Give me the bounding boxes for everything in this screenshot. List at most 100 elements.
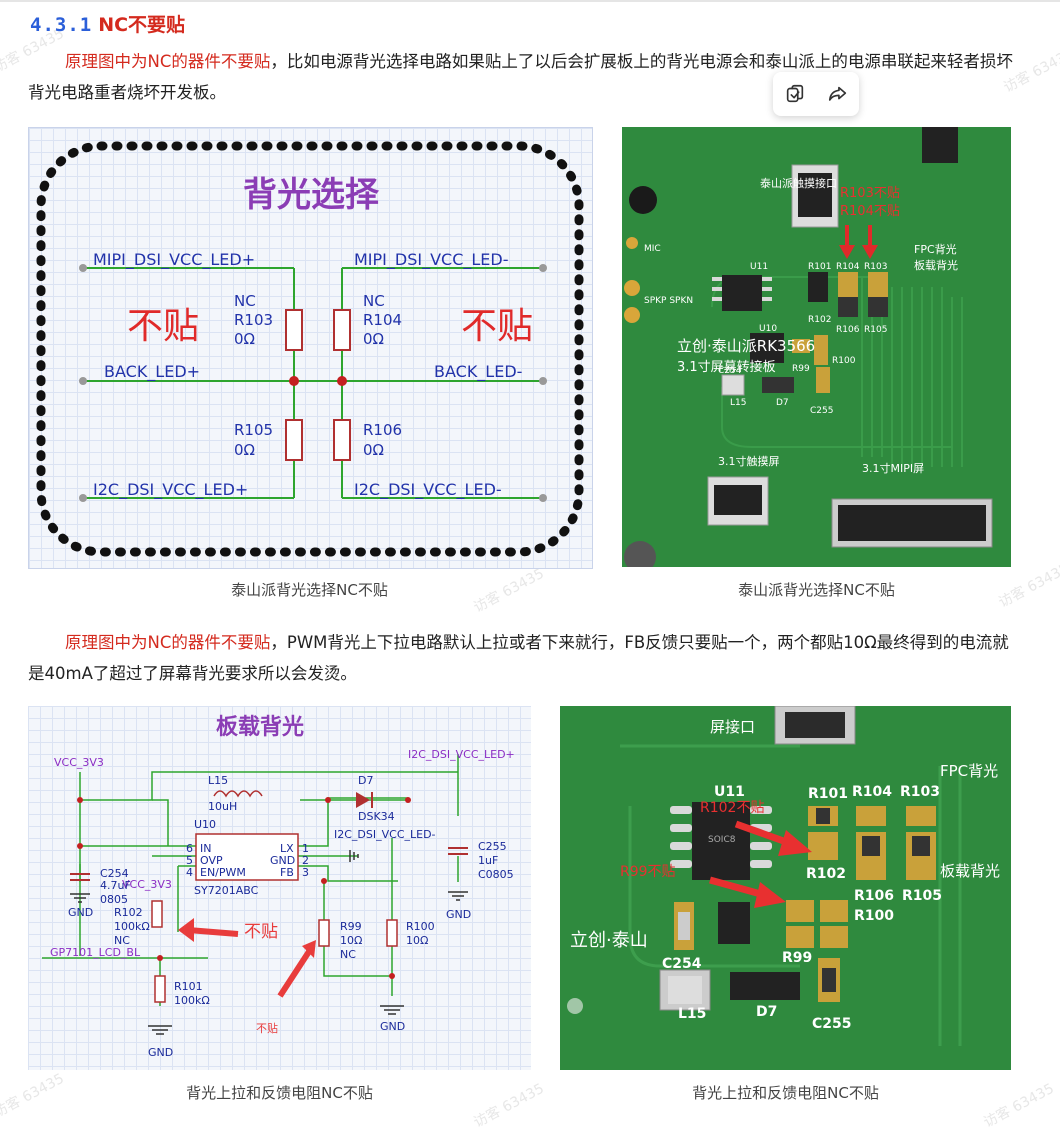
onboard-backlight-schematic: 板载背光 <box>28 706 531 1070</box>
fig2-caption: 泰山派背光选择NC不贴 <box>738 581 895 599</box>
part-label: R104 <box>836 262 860 272</box>
part-label: R101 <box>808 262 831 272</box>
part-label: R104 <box>852 784 892 800</box>
part-label: R102 <box>808 315 831 325</box>
part-label: R106 <box>854 888 894 904</box>
part-label: 10Ω <box>406 934 428 947</box>
part-label: NC <box>234 292 256 310</box>
part-label: R99 <box>340 920 362 933</box>
silkscreen-brand: 立创·泰山 <box>570 930 648 951</box>
part-label: C255 <box>810 406 833 416</box>
resistor-r101 <box>154 975 166 1003</box>
part-label: 0Ω <box>234 330 255 348</box>
part-label: R101 <box>808 786 848 802</box>
section-title: NC不要贴 <box>98 14 186 36</box>
net-label: VCC_3V3 <box>54 756 104 769</box>
annotation-label: R102不贴 <box>700 800 764 816</box>
gnd-label: GND <box>446 908 471 921</box>
pin-number: 2 <box>302 854 309 867</box>
part-label: 0Ω <box>363 441 384 459</box>
net-label: I2C_DSI_VCC_LED- <box>334 828 436 841</box>
share-arrow-icon[interactable] <box>823 79 853 109</box>
pin-label: IN <box>200 842 211 855</box>
part-label: 100kΩ <box>174 994 210 1007</box>
part-label: L15 <box>678 1006 706 1022</box>
part-label: R105 <box>864 325 887 335</box>
section-number: 4.3.1 <box>30 14 93 36</box>
part-label: D7 <box>756 1004 777 1020</box>
silkscreen-label: 3.1寸触摸屏 <box>718 454 780 468</box>
chip-label: SOIC8 <box>708 835 736 845</box>
net-label: I2C_DSI_VCC_LED+ <box>408 748 515 761</box>
resistor-r104 <box>333 309 351 351</box>
part-label: 10Ω <box>340 934 362 947</box>
paragraph-1: 原理图中为NC的器件不要贴，比如电源背光选择电路如果贴上了以后会扩展板上的背光电… <box>28 46 1028 108</box>
resistor-r100 <box>386 919 398 947</box>
part-label: R105 <box>902 888 942 904</box>
part-label: 0Ω <box>363 330 384 348</box>
fig1-title: 背光选择 <box>243 175 380 215</box>
silkscreen-label: FPC背光 <box>914 242 957 256</box>
part-label: C254 <box>718 366 742 376</box>
part-label: 100kΩ <box>114 920 150 933</box>
fig3-caption: 背光上拉和反馈电阻NC不贴 <box>186 1084 373 1102</box>
part-label: 1uF <box>478 854 498 867</box>
part-label: R101 <box>174 980 203 993</box>
silkscreen-label: 3.1寸屏幕转接板 <box>677 359 776 375</box>
part-label: SY7201ABC <box>194 884 259 897</box>
silkscreen-brand: 立创·泰山派RK3566 <box>677 337 815 355</box>
part-label: R103 <box>234 311 273 329</box>
pin-label: FB <box>280 866 294 879</box>
annotation-label: R104不贴 <box>840 204 900 219</box>
part-label: MIC <box>644 244 661 254</box>
part-label: R104 <box>363 311 402 329</box>
part-label: U10 <box>194 818 216 831</box>
part-label: R99 <box>782 950 812 966</box>
net-label: I2C_DSI_VCC_LED+ <box>93 480 248 500</box>
part-label: R106 <box>363 421 402 439</box>
part-label: R103 <box>900 784 940 800</box>
part-label: U10 <box>759 324 777 334</box>
fig1-caption: 泰山派背光选择NC不贴 <box>231 581 388 599</box>
part-label: NC <box>363 292 385 310</box>
annotation-label: R103不贴 <box>840 186 900 201</box>
part-label: R105 <box>234 421 273 439</box>
resistor-r105 <box>285 419 303 461</box>
pin-label: OVP <box>200 854 223 867</box>
part-label: NC <box>114 934 130 947</box>
part-label: L15 <box>208 774 228 787</box>
part-label: NC <box>340 948 356 961</box>
para-2-text: ，PWM背光上下拉电路默认上拉或者下来就行，FB反馈只要贴一个，两个都贴10Ω最… <box>28 633 1009 683</box>
part-label: R103 <box>864 262 887 272</box>
no-place-label: 不贴 <box>127 306 199 347</box>
para-1-text: ，比如电源背光选择电路如果贴上了以后会扩展板上的背光电源会和泰山派上的电源串联起… <box>28 52 1013 102</box>
paragraph-2: 原理图中为NC的器件不要贴，PWM背光上下拉电路默认上拉或者下来就行，FB反馈只… <box>28 627 1018 689</box>
copy-link-icon[interactable] <box>780 79 810 109</box>
gnd-label: GND <box>68 906 93 919</box>
part-label: 0805 <box>100 893 128 906</box>
part-label: 10uH <box>208 800 237 813</box>
selection-toolbar <box>773 72 859 116</box>
backlight-select-pcb-photo: R103不贴 R104不贴 U11 R101 R104 R103 R102 R1… <box>622 127 1011 567</box>
para-2-highlight: 原理图中为NC的器件不要贴 <box>65 633 271 652</box>
part-label: SPKP SPKN <box>644 296 693 306</box>
silkscreen-label: 板载背光 <box>940 862 1000 880</box>
net-label: BACK_LED+ <box>104 362 200 382</box>
part-label: C254 <box>100 867 129 880</box>
resistor-r102 <box>151 900 163 928</box>
silkscreen-label: 泰山派触摸接口 <box>760 176 837 190</box>
part-label: R100 <box>406 920 435 933</box>
pin-number: 3 <box>302 866 309 879</box>
pin-number: 6 <box>186 842 193 855</box>
part-label: R100 <box>832 356 856 366</box>
diode-d7 <box>356 792 370 808</box>
part-label: D7 <box>358 774 373 787</box>
pin-number: 4 <box>186 866 193 879</box>
gnd-label: GND <box>148 1046 173 1059</box>
inductor-l15 <box>213 790 263 798</box>
net-label: BACK_LED- <box>434 362 522 382</box>
silkscreen-label: 屏接口 <box>710 718 755 736</box>
pin-number: 5 <box>186 854 193 867</box>
part-label: R102 <box>806 866 846 882</box>
